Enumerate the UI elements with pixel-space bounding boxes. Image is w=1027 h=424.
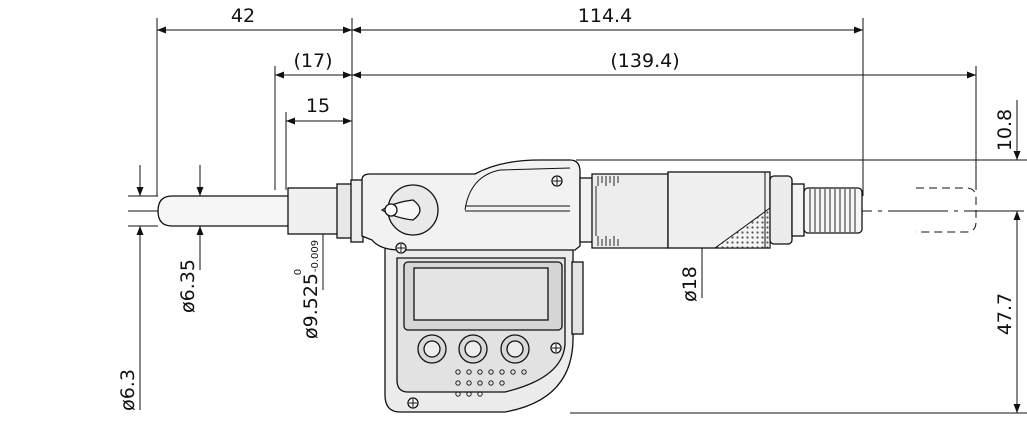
- thimble-cap: [769, 175, 793, 245]
- dimension-lines: [136, 26, 1021, 413]
- scale-ticks: [595, 176, 619, 246]
- dim-42: 42: [231, 5, 255, 27]
- spindle: [157, 195, 291, 227]
- ratchet: [791, 183, 805, 237]
- dim-phi-18: ø18: [679, 266, 701, 302]
- dim-17: (17): [293, 50, 332, 72]
- sleeve-nut: [350, 179, 364, 243]
- dim-114-4: 114.4: [578, 5, 632, 27]
- sleeve: [287, 187, 339, 235]
- tolerance-lower: -0.009: [310, 240, 321, 272]
- thimble-cone: [591, 173, 669, 249]
- ratchet-knurl: [809, 189, 856, 232]
- dim-139-4: (139.4): [610, 50, 679, 72]
- screw-icon: [395, 175, 563, 409]
- dim-10-8: 10.8: [994, 109, 1016, 151]
- lcd-window: [413, 267, 549, 321]
- side-button: [571, 261, 584, 335]
- dim-phi-6-3: ø6.3: [117, 369, 139, 411]
- dim-47-7: 47.7: [994, 293, 1016, 335]
- micrometer-head: [157, 159, 977, 413]
- phantom-ratchet: [916, 187, 977, 233]
- ratchet-knob: [803, 187, 863, 234]
- dim-phi-6-35: ø6.35: [177, 259, 199, 313]
- housing-groove: [464, 167, 571, 211]
- tolerance-upper: 0: [293, 269, 304, 275]
- grille-dots: [455, 369, 527, 397]
- extension-lines: [128, 18, 1027, 414]
- function-buttons: [417, 334, 530, 364]
- dim-phi-9-525: ø9.525: [300, 273, 322, 339]
- dim-15: 15: [306, 95, 330, 117]
